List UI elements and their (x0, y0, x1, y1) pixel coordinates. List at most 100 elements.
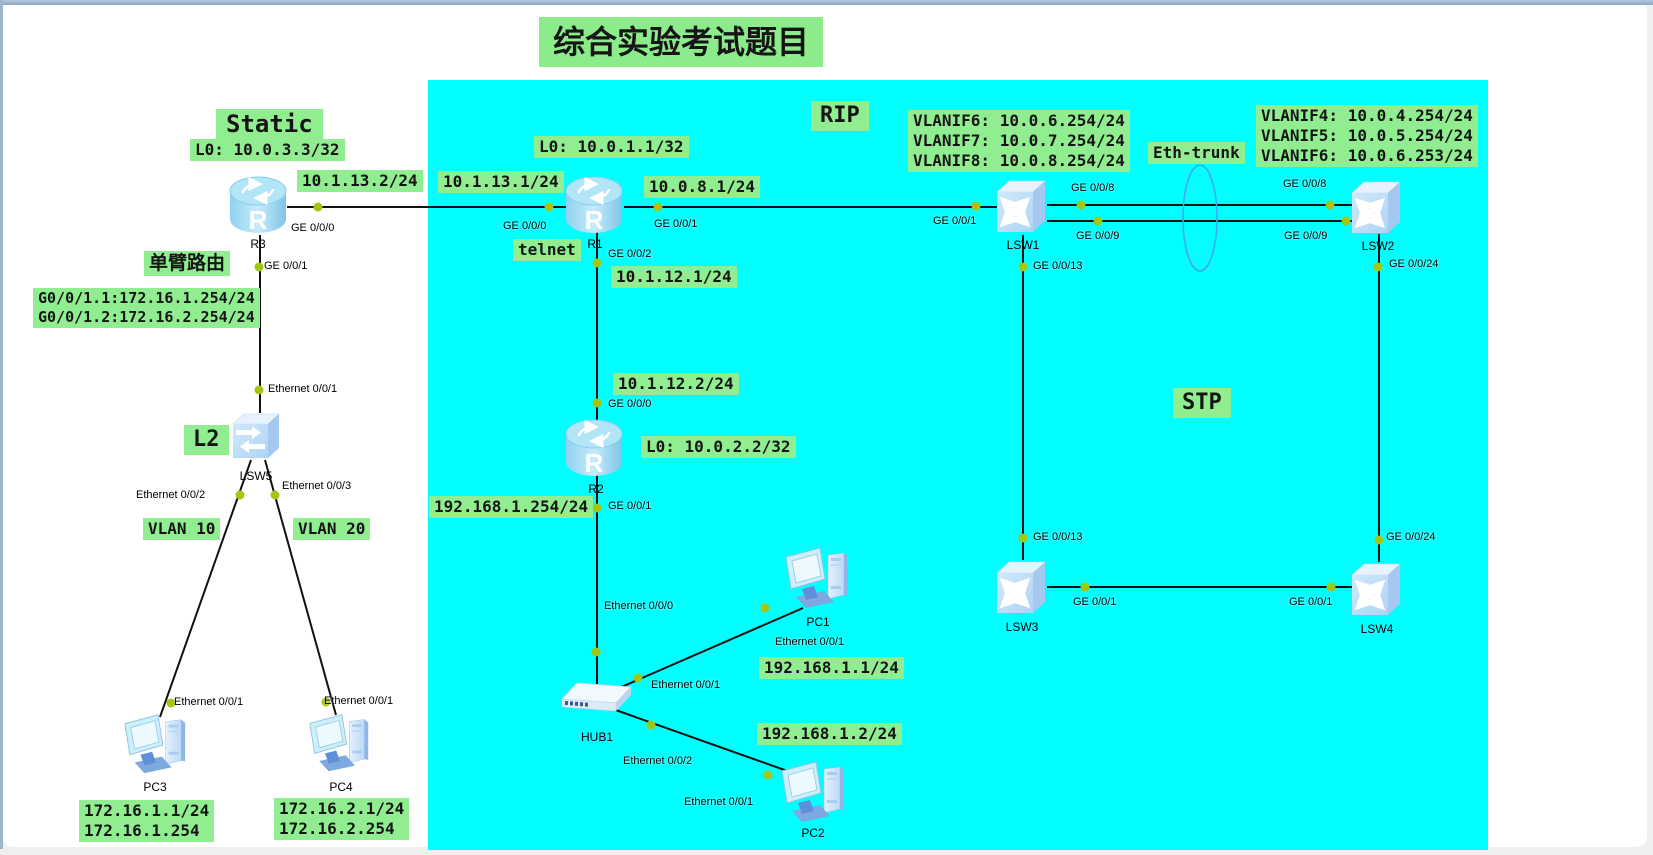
annotation-r3-loopback[interactable]: L0: 10.0.3.3/32 (190, 139, 345, 161)
pc3-ip-line-2: 172.16.1.254 (84, 821, 200, 840)
device-pc1[interactable] (784, 545, 852, 618)
diagram-canvas[interactable]: R R R (3, 5, 1647, 850)
port-label-r1-ge001: GE 0/0/1 (654, 218, 698, 230)
annotation-vlan10[interactable]: VLAN 10 (143, 518, 221, 540)
port-label-hub1-e000: Ethernet 0/0/0 (604, 600, 674, 612)
port-label-lsw3-ge0013: GE 0/0/13 (1033, 531, 1083, 543)
port-label-pc3-e001: Ethernet 0/0/1 (174, 696, 244, 708)
device-label-r1: R1 (587, 237, 603, 251)
annotation-telnet[interactable]: telnet (513, 239, 581, 261)
port-label-r1-ge000: GE 0/0/0 (503, 220, 547, 232)
annotation-r3-ip[interactable]: 10.1.13.2/24 (297, 170, 423, 192)
device-label-pc2: PC2 (801, 826, 825, 840)
port-label-lsw1-ge001: GE 0/0/1 (933, 215, 977, 227)
annotation-eth-trunk[interactable]: Eth-trunk (1148, 142, 1245, 164)
port-label-lsw1-ge009: GE 0/0/9 (1076, 230, 1120, 242)
port-label-pc2-e001: Ethernet 0/0/1 (684, 796, 754, 808)
device-r3[interactable]: R (228, 174, 288, 241)
annotation-pc1-ip[interactable]: 192.168.1.1/24 (759, 657, 904, 679)
pc-icon (785, 547, 848, 608)
annotation-pc2-ip[interactable]: 192.168.1.2/24 (757, 723, 902, 745)
pc3-ip-line-1: 172.16.1.1/24 (84, 801, 210, 820)
annotation-r1-ip-ge002[interactable]: 10.1.12.1/24 (611, 266, 737, 288)
device-label-lsw1: LSW1 (1006, 238, 1040, 252)
port-label-r3-ge000: GE 0/0/0 (291, 222, 335, 234)
window-top-border (0, 0, 1653, 5)
lsw2-vlanif-line-3: VLANIF6: 10.0.6.253/24 (1261, 146, 1473, 165)
annotation-r1-ip-ge000[interactable]: 10.1.13.1/24 (438, 171, 564, 193)
device-label-pc3: PC3 (143, 780, 167, 794)
lsw2-vlanif-line-2: VLANIF5: 10.0.5.254/24 (1261, 126, 1473, 145)
port-label-lsw5-e002: Ethernet 0/0/2 (136, 489, 206, 501)
port-label-lsw4-ge001: GE 0/0/1 (1289, 596, 1333, 608)
device-pc3[interactable] (123, 711, 189, 784)
port-label-lsw3-ge001: GE 0/0/1 (1073, 596, 1117, 608)
annotation-stp[interactable]: STP (1173, 388, 1231, 418)
device-r1[interactable]: R (564, 174, 624, 241)
device-lsw4[interactable] (1348, 559, 1404, 624)
device-lsw3[interactable] (993, 557, 1049, 622)
port-label-lsw1-ge008: GE 0/0/8 (1071, 182, 1115, 194)
link-lsw5-pc4[interactable] (264, 459, 337, 716)
window-left-border (0, 0, 3, 849)
port-label-lsw2-ge008: GE 0/0/8 (1283, 178, 1327, 190)
l2-switch-icon (232, 413, 280, 458)
annotation-r1-ip-ge001[interactable]: 10.0.8.1/24 (644, 176, 760, 198)
port-label-r1-ge002: GE 0/0/2 (608, 248, 652, 260)
annotation-vlan20[interactable]: VLAN 20 (293, 518, 371, 540)
port-label-hub1-e002: Ethernet 0/0/2 (623, 755, 693, 767)
annotation-lsw2-vlanif[interactable]: VLANIF4: 10.0.4.254/24 VLANIF5: 10.0.5.2… (1256, 105, 1478, 167)
subif-line-1: G0/0/1.1:172.16.1.254/24 (38, 289, 255, 307)
port-label-r2-ge000: GE 0/0/0 (608, 398, 652, 410)
annotation-l2[interactable]: L2 (184, 425, 229, 455)
annotation-r2-loopback[interactable]: L0: 10.0.2.2/32 (641, 436, 796, 458)
port-label-lsw5-e001: Ethernet 0/0/1 (268, 383, 338, 395)
device-r2[interactable]: R (564, 417, 624, 484)
annotation-r1-loopback[interactable]: L0: 10.0.1.1/32 (534, 136, 689, 158)
port-label-lsw2-ge0024: GE 0/0/24 (1389, 258, 1439, 270)
device-label-hub1: HUB1 (580, 730, 613, 744)
device-lsw5[interactable] (229, 410, 283, 467)
annotation-pc4-ip[interactable]: 172.16.2.1/24 172.16.2.254 (274, 798, 410, 840)
annotation-r2-ip-ge001[interactable]: 192.168.1.254/24 (429, 496, 594, 518)
annotation-r3-subinterfaces[interactable]: G0/0/1.1:172.16.1.254/24 G0/0/1.2:172.16… (33, 288, 260, 328)
annotation-router-on-stick[interactable]: 单臂路由 (144, 251, 231, 276)
port-label-pc1-e001: Ethernet 0/0/1 (775, 636, 845, 648)
device-label-r3: R3 (250, 237, 266, 251)
hub-icon (560, 682, 633, 712)
l3-switch-icon (996, 561, 1046, 613)
device-label-lsw5: LSW5 (239, 469, 273, 483)
annotation-lsw1-vlanif[interactable]: VLANIF6: 10.0.6.254/24 VLANIF7: 10.0.7.2… (908, 110, 1130, 172)
device-lsw1[interactable] (993, 176, 1049, 241)
device-label-pc1: PC1 (806, 615, 830, 629)
annotation-r2-ip-ge000[interactable]: 10.1.12.2/24 (613, 373, 739, 395)
port-label-r3-ge001: GE 0/0/1 (264, 260, 308, 272)
device-hub1[interactable] (559, 675, 634, 722)
pc-icon (309, 714, 369, 772)
svg-text:R: R (585, 448, 604, 478)
port-label-hub1-e001: Ethernet 0/0/1 (651, 679, 721, 691)
lsw1-vlanif-line-1: VLANIF6: 10.0.6.254/24 (913, 111, 1125, 130)
port-label-r2-ge001: GE 0/0/1 (608, 500, 652, 512)
device-lsw2[interactable] (1348, 177, 1404, 242)
lsw1-vlanif-line-2: VLANIF7: 10.0.7.254/24 (913, 131, 1125, 150)
subif-line-2: G0/0/1.2:172.16.2.254/24 (38, 308, 255, 326)
pc4-ip-line-2: 172.16.2.254 (279, 819, 395, 838)
device-label-lsw4: LSW4 (1360, 622, 1394, 636)
l3-switch-icon (1351, 181, 1401, 233)
device-pc2[interactable] (780, 759, 848, 832)
annotation-rip[interactable]: RIP (811, 101, 869, 131)
annotation-static[interactable]: Static (216, 109, 323, 139)
diagram-title[interactable]: 综合实验考试题目 (539, 17, 824, 67)
svg-text:R: R (249, 205, 268, 235)
annotation-pc3-ip[interactable]: 172.16.1.1/24 172.16.1.254 (79, 800, 215, 842)
device-label-lsw3: LSW3 (1005, 620, 1039, 634)
port-label-lsw4-ge0024: GE 0/0/24 (1386, 531, 1436, 543)
router-icon: R (565, 419, 623, 478)
router-icon: R (565, 176, 623, 235)
device-pc4[interactable] (308, 710, 372, 783)
device-label-lsw2: LSW2 (1361, 239, 1395, 253)
pc-icon (781, 761, 844, 822)
pc4-ip-line-1: 172.16.2.1/24 (279, 799, 405, 818)
